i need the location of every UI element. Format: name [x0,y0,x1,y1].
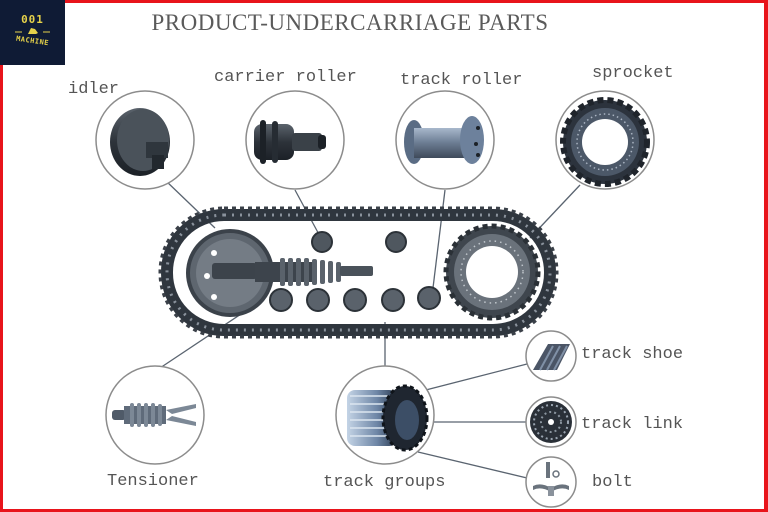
idler-wheel-icon [110,108,170,176]
carrier-roller-icon [254,120,326,164]
track-link-icon [530,401,572,443]
label-carrier-roller: carrier roller [214,68,357,87]
tensioner-spring-icon [112,403,196,427]
bolt-circle [525,456,577,508]
logo-number: 001 [21,13,44,26]
track-roller-icon [404,116,484,164]
label-sprocket: sprocket [592,64,674,83]
label-track-link: track link [581,415,684,434]
label-idler: idler [68,80,120,99]
excavator-icon [15,28,50,34]
track-groups-icon [347,384,429,452]
label-tensioner: Tensioner [107,472,199,491]
brand-logo: 001 MACHINE [0,0,65,65]
label-track-roller: track roller [400,71,523,90]
sprocket-icon [560,97,650,187]
label-bolt: bolt [592,473,633,492]
crawler-undercarriage-assembly [158,206,559,339]
page-title: PRODUCT-UNDERCARRIAGE PARTS [151,10,549,35]
label-track-shoe: track shoe [581,345,684,364]
bolt-icon [533,462,569,496]
track-shoe-icon [533,344,570,371]
label-track-groups: track groups [323,473,446,492]
